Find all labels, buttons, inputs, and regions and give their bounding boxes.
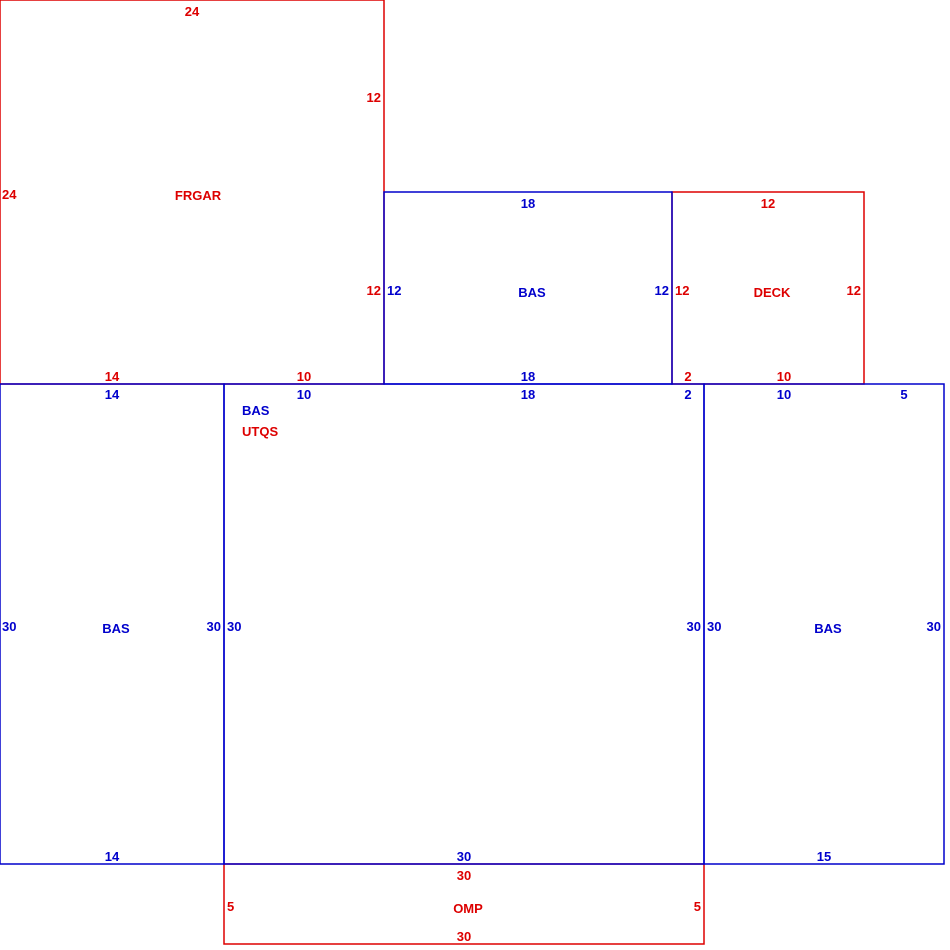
dimension-label: 12 <box>761 196 775 211</box>
dimension-label: 30 <box>207 619 221 634</box>
area-label-bas: BAS <box>102 621 130 636</box>
dimension-label: 18 <box>521 387 535 402</box>
dimension-label: 30 <box>227 619 241 634</box>
dimension-label: 18 <box>521 196 535 211</box>
dimension-label: 18 <box>521 369 535 384</box>
dimension-label: 15 <box>817 849 831 864</box>
dimension-label: 12 <box>675 283 689 298</box>
bas-right-outline[interactable] <box>703 383 945 865</box>
area-label-bas: BAS <box>814 621 842 636</box>
dimension-label: 24 <box>185 4 200 19</box>
dimension-label: 10 <box>297 369 311 384</box>
dimension-label: 30 <box>457 929 471 944</box>
dimension-label: 10 <box>777 369 791 384</box>
dimension-label: 30 <box>927 619 941 634</box>
bas-center-outline[interactable] <box>223 383 705 865</box>
area-label-deck: DECK <box>754 285 791 300</box>
dimension-label: 5 <box>694 899 701 914</box>
dimension-label: 30 <box>457 849 471 864</box>
dimension-label: 10 <box>297 387 311 402</box>
area-label-frgar: FRGAR <box>175 188 222 203</box>
dimension-label: 12 <box>655 283 669 298</box>
dimension-label: 30 <box>707 619 721 634</box>
area-label-omp: OMP <box>453 901 483 916</box>
dimension-label: 14 <box>105 369 120 384</box>
dimension-label: 2 <box>684 369 691 384</box>
dimension-label: 30 <box>687 619 701 634</box>
dimension-label: 30 <box>457 868 471 883</box>
dimension-label: 2 <box>684 387 691 402</box>
dimension-label: 12 <box>387 283 401 298</box>
area-label-utqs: UTQS <box>242 424 278 439</box>
dimension-label: 24 <box>2 187 17 202</box>
dimension-label: 10 <box>777 387 791 402</box>
dimension-label: 12 <box>367 90 381 105</box>
area-label-bas: BAS <box>518 285 546 300</box>
dimension-label: 5 <box>900 387 907 402</box>
dimension-label: 14 <box>105 849 120 864</box>
dimension-label: 14 <box>105 387 120 402</box>
dimension-label: 12 <box>367 283 381 298</box>
dimension-label: 12 <box>847 283 861 298</box>
dimension-label: 30 <box>2 619 16 634</box>
dimension-label: 5 <box>227 899 234 914</box>
area-label-bas: BAS <box>242 403 270 418</box>
